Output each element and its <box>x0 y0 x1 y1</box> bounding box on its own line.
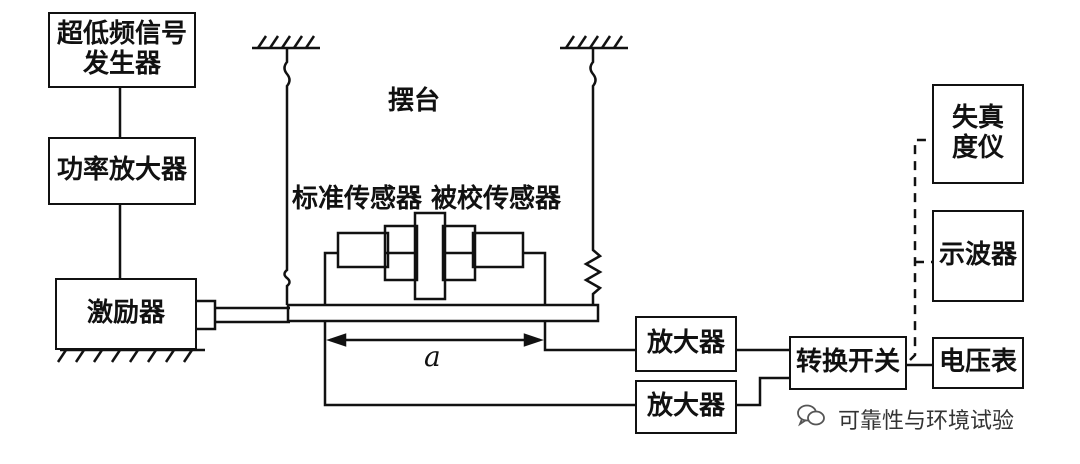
voltmeter-box: 电压表 <box>932 337 1024 389</box>
sensor-coupling <box>413 211 447 301</box>
signal-generator-box: 超低频信号 发生器 <box>48 12 196 88</box>
exciter-ground-hatch <box>56 349 194 363</box>
ceiling-left-hatch <box>256 35 316 49</box>
distance-label: a <box>424 340 441 373</box>
amplifier-bottom-box: 放大器 <box>635 380 737 434</box>
distortion-meter-box: 失真 度仪 <box>932 84 1024 184</box>
dim-arrow-right <box>523 333 544 347</box>
chat-bubble-icon <box>796 403 826 429</box>
watermark-text: 可靠性与环境试验 <box>838 409 1015 434</box>
amplifier-top-box: 放大器 <box>635 316 737 372</box>
lead-standard-top <box>323 251 338 305</box>
oscilloscope-box: 示波器 <box>932 210 1024 302</box>
suspension-left <box>283 48 291 305</box>
switch-box: 转换开关 <box>789 336 907 390</box>
lead-calibrated-top <box>523 251 547 305</box>
power-amplifier-box: 功率放大器 <box>48 137 196 205</box>
wire-to-amp-top <box>543 321 636 352</box>
table-label: 摆台 <box>388 86 441 116</box>
exciter-box: 激励器 <box>55 278 197 350</box>
wire-to-amp-bottom <box>323 321 636 407</box>
calibrated-sensor-base <box>471 231 525 269</box>
ceiling-right-hatch <box>564 35 624 49</box>
sensors-label: 标准传感器 被校传感器 <box>292 184 562 214</box>
dim-arrow-left <box>326 333 347 347</box>
wire-amp-bottom-switch <box>736 376 790 407</box>
suspension-right <box>583 48 603 305</box>
vibration-table <box>286 303 600 323</box>
exciter-connector <box>193 299 217 331</box>
standard-sensor-base <box>336 231 390 269</box>
dashed-to-distortion <box>909 138 933 361</box>
